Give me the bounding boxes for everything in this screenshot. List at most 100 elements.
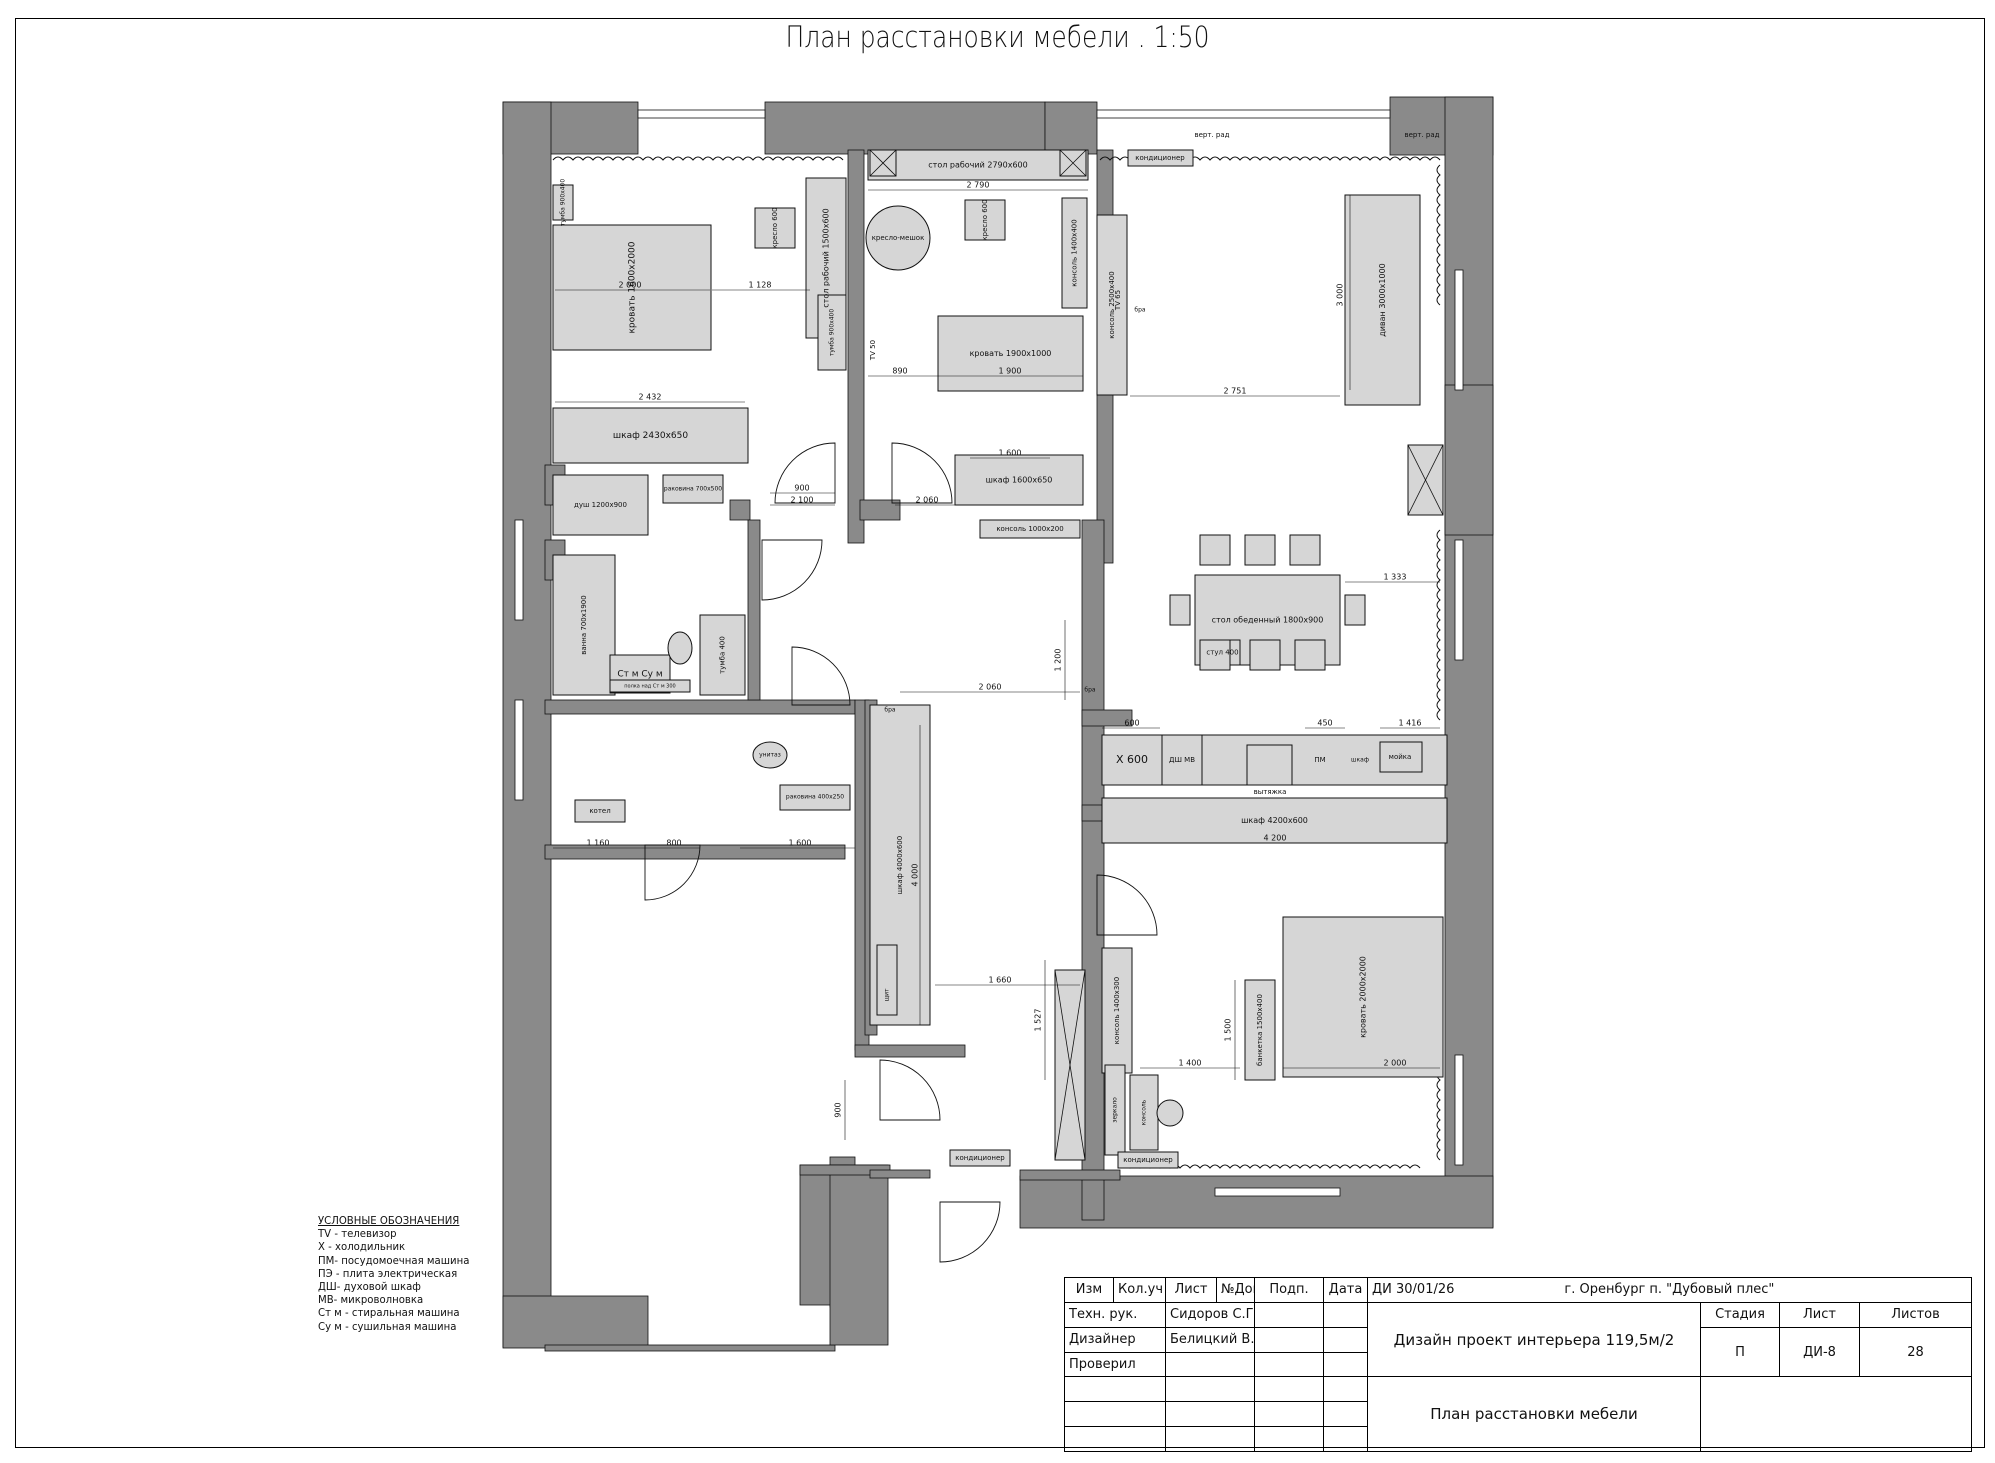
furniture-label: полка над Ст м 300 (624, 684, 675, 690)
furniture-label: ванна 700х1900 (580, 595, 588, 654)
furniture-dining-chair (1199, 639, 1231, 671)
furniture-label: раковина 400x250 (786, 794, 844, 801)
furniture-dining-chair (1289, 534, 1321, 566)
door-swing (891, 442, 953, 504)
furniture-dining-chair (1249, 639, 1281, 671)
wall-lamp-label: бра (1134, 307, 1146, 314)
tb-header-list: Лист (1165, 1277, 1217, 1303)
dimension-value: 900 (834, 1102, 843, 1117)
door-swing (939, 1201, 1001, 1263)
cross-line (1407, 444, 1444, 516)
tb-stage-header: Стадия (1700, 1301, 1780, 1328)
tb-project: Дизайн проект интерьера 119,5м/2 (1367, 1301, 1701, 1378)
furniture-label: стул 400 (1206, 649, 1238, 657)
wall (1081, 519, 1105, 1221)
wall (502, 1295, 649, 1349)
furniture-label: кондиционер (1123, 1156, 1173, 1164)
title-block: Изм Кол.уч Лист №Док. Подп. Дата ДИ 30/0… (1064, 1277, 1973, 1452)
furniture-label: унитаз (759, 752, 781, 759)
furniture-washbasin (662, 474, 724, 504)
furniture-boiler (574, 799, 626, 823)
furniture-label: шкаф 4000х600 (896, 836, 904, 894)
window (1454, 1054, 1464, 1166)
tb-header-izm: Изм (1064, 1277, 1114, 1303)
tb-stage: П (1700, 1326, 1780, 1378)
furniture-laundry-shelf (609, 679, 691, 693)
furniture-dining-chair (1169, 594, 1191, 626)
furniture-bath (552, 554, 616, 696)
furniture-label: раковина 700х500 (664, 486, 722, 493)
furniture-shield (876, 944, 898, 1016)
furniture-ac (1117, 1151, 1179, 1169)
tb-drawing-name: План расстановки мебели (1367, 1376, 1701, 1452)
tb-address: г. Оренбург п. "Дубовый плес" (1564, 1282, 1775, 1298)
legend-item: Ст м - стиральная машина (318, 1306, 460, 1320)
window (637, 109, 766, 119)
furniture-kitchen-hob (1246, 744, 1293, 786)
wall (1444, 96, 1494, 1228)
furniture-dining-chair (1244, 534, 1276, 566)
door-swing (879, 1059, 941, 1121)
furniture-labels: кровать 1600x2000 шкаф 2430х650 стол рабоч… (560, 131, 1440, 1164)
dimension-value: 1 128 (749, 281, 772, 290)
dimension-value: 1 600 (789, 839, 812, 848)
wall (764, 101, 1046, 155)
furniture-kitchen-fridge (1101, 734, 1163, 786)
vertical-radiator-label: верт. рад (1405, 131, 1440, 139)
tb-header-date: Дата (1323, 1277, 1368, 1303)
furniture-label: консоль 1400х300 (1113, 977, 1121, 1044)
dimension-value: 900 (794, 484, 809, 493)
dimension-value: 1 160 (587, 839, 610, 848)
furniture-label: кресло 600 (771, 207, 779, 248)
furniture-armchair (865, 205, 931, 271)
dimension-value: 4 000 (911, 864, 920, 887)
dimension-value: 1 400 (1179, 1059, 1202, 1068)
furniture-console-guest (1101, 947, 1133, 1074)
legend-item: МВ- микроволновка (318, 1293, 424, 1307)
furniture-shower (552, 474, 649, 536)
cross-line (1059, 149, 1087, 177)
window (514, 519, 524, 621)
furniture-kitchen-sink (1379, 741, 1423, 773)
wall (544, 699, 856, 715)
door-swing (761, 539, 823, 601)
furniture (552, 149, 1448, 1169)
furniture-label: стол рабочий 1500x600 (822, 208, 831, 307)
tv-label: TV 65 (1114, 290, 1122, 311)
window (1454, 269, 1464, 391)
door-swing (791, 646, 851, 706)
legend-item: ПЭ - плита электрическая (318, 1266, 458, 1280)
tb-sheets: 28 (1858, 1326, 1973, 1378)
dimension-value: 890 (892, 367, 907, 376)
dimension-value: 800 (666, 839, 681, 848)
furniture-console-1000 (979, 519, 1081, 539)
furniture-ac (949, 1149, 1011, 1167)
furniture-label: кровать 1600x2000 (628, 241, 638, 333)
wall-lamp-label: бра (884, 707, 896, 714)
wall (729, 499, 751, 521)
window (1214, 1187, 1341, 1197)
furniture-label: банкетка 1500х400 (1256, 994, 1264, 1066)
dimension-value: 600 (1124, 719, 1139, 728)
wall (847, 149, 865, 544)
furniture-kitchen-oven (1161, 734, 1203, 786)
dimension-value: 2 790 (967, 181, 990, 190)
wall (1019, 1169, 1121, 1181)
furniture-bed-master (552, 224, 712, 351)
legend-item: ДШ- духовой шкаф (318, 1280, 421, 1294)
dimension-value: 1 900 (999, 367, 1022, 376)
vertical-radiator-label: верт. рад (1195, 131, 1230, 139)
tb-person: Сидоров С.Г. (1165, 1301, 1255, 1328)
furniture-label: кровать 2000x2000 (1359, 956, 1368, 1038)
dimension-value: 1 500 (1224, 1019, 1233, 1042)
furniture-dining-chair (1344, 594, 1366, 626)
furniture-console-1400 (1061, 197, 1088, 309)
legend-item: ПМ- посудомоечная машина (318, 1253, 470, 1267)
furniture-label: шкаф 2430х650 (613, 431, 688, 441)
dimension-value: 2 060 (916, 496, 939, 505)
furniture-label: котел (589, 807, 610, 815)
furniture-round-table (1156, 1099, 1184, 1127)
dimension-value: 2 000 (1384, 1059, 1407, 1068)
dimension-value: 1 660 (989, 976, 1012, 985)
